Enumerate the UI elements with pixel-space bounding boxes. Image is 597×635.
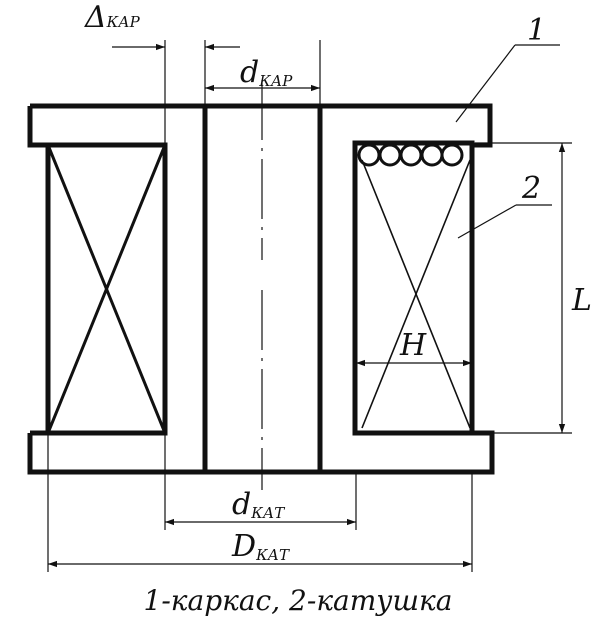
- caption: 1-каркас, 2-катушка: [144, 584, 453, 617]
- callout-2-leader: [457, 204, 552, 239]
- frame-bottom-flange: [27, 430, 495, 475]
- callout-2: 2: [521, 171, 541, 206]
- dim-delta-kar: [112, 40, 240, 145]
- callout-1-leader: [455, 44, 560, 123]
- wire-turns: [357, 143, 464, 167]
- label-delta-kar: ΔКАР: [84, 0, 141, 35]
- label-d-kat: dКАТ: [232, 487, 285, 522]
- frame-top-flange: [27, 103, 493, 470]
- dim-d-kar: [205, 40, 321, 106]
- dim-D-kat: [47, 433, 473, 572]
- label-D-kat: DКАТ: [231, 529, 290, 564]
- coil-section-left: [45, 142, 168, 436]
- label-H: H: [399, 328, 427, 363]
- dim-d-kat: [164, 433, 357, 530]
- callout-1: 1: [527, 13, 546, 48]
- coil-section-right: [352, 140, 475, 436]
- label-d-kar: dКАР: [240, 55, 293, 90]
- dim-L: [475, 142, 572, 434]
- label-L: L: [571, 283, 592, 318]
